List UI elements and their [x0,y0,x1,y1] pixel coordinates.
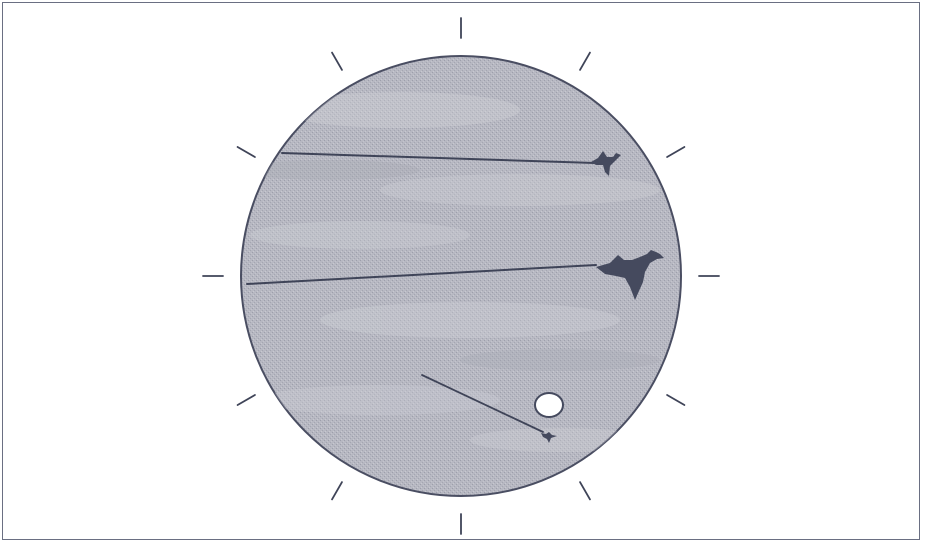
tick-mark-8 [332,482,342,499]
tick-mark-2 [580,53,590,70]
tick-mark-11 [238,147,255,157]
tick-mark-5 [667,395,684,405]
tick-mark-12 [332,53,342,70]
tick-mark-6 [580,482,590,499]
light-spot [535,393,563,417]
tick-mark-3 [667,147,684,157]
tick-mark-9 [238,395,255,405]
